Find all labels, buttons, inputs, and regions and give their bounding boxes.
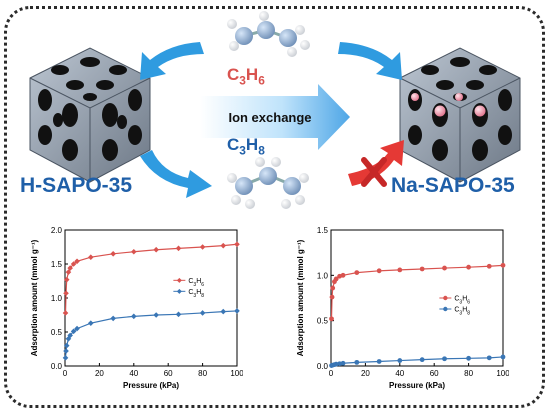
data-point	[330, 285, 336, 291]
y-tick-label: 0.5	[51, 328, 63, 337]
y-axis-label: Adsorption amount (mmol g⁻¹)	[296, 239, 305, 356]
data-point	[175, 311, 182, 318]
porous-crystal-icon	[29, 47, 151, 183]
data-point	[110, 251, 116, 257]
y-tick-label: 1.0	[51, 294, 63, 303]
data-point	[486, 263, 492, 269]
legend-label-c3h8: C3H8	[454, 307, 470, 317]
data-point	[63, 276, 70, 283]
data-point	[329, 294, 335, 300]
data-point	[110, 315, 116, 322]
data-point	[376, 268, 382, 274]
data-point	[175, 245, 182, 252]
data-point	[199, 244, 206, 250]
propylene-formula: C3H6	[227, 65, 265, 88]
data-point	[70, 328, 77, 335]
data-point	[500, 354, 506, 360]
data-point	[62, 355, 69, 361]
data-point	[220, 308, 227, 315]
y-tick-label: 2.0	[51, 226, 63, 235]
legend-marker	[443, 295, 448, 301]
x-axis-label: Pressure (kPa)	[123, 381, 179, 390]
y-tick-label: 0.5	[317, 317, 329, 326]
dotted-frame	[4, 6, 545, 408]
x-tick-label: 20	[95, 369, 104, 378]
curved-arrow-icon	[140, 42, 402, 198]
propane-formula: C3H8	[227, 135, 265, 158]
data-point	[376, 359, 382, 364]
data-point	[88, 254, 94, 260]
data-point	[466, 264, 471, 270]
data-point	[419, 357, 425, 363]
data-point	[500, 262, 506, 268]
data-point	[131, 313, 137, 320]
y-tick-label: 0.0	[51, 362, 63, 371]
data-point	[329, 316, 334, 322]
h-sapo-35-label: H-SAPO-35	[20, 174, 133, 197]
x-tick-label: 80	[464, 369, 473, 378]
blocked-arrow-icon	[348, 140, 404, 187]
data-point	[62, 310, 69, 316]
porous-crystal-icon	[399, 47, 521, 183]
data-point	[397, 358, 403, 363]
data-point	[88, 320, 94, 326]
x-axis-label: Pressure (kPa)	[389, 381, 445, 390]
data-point	[340, 360, 346, 366]
data-point	[74, 258, 80, 265]
data-point	[442, 265, 447, 271]
na-sapo-35-label: Na-SAPO-35	[391, 174, 515, 197]
data-point	[354, 359, 360, 365]
plot-area	[330, 229, 504, 367]
y-tick-label: 1.5	[51, 260, 63, 269]
exchange-diagram: Ion exchange	[29, 11, 521, 209]
data-point	[153, 246, 159, 253]
data-point	[234, 308, 240, 314]
propane-molecule-icon	[227, 157, 309, 209]
ion-exchange-arrow: Ion exchange	[200, 84, 350, 150]
data-point	[199, 310, 206, 316]
x-tick-label: 80	[198, 369, 207, 378]
legend-marker	[176, 288, 182, 294]
x-tick-label: 0	[329, 369, 334, 378]
x-tick-label: 0	[63, 369, 68, 378]
y-axis-label: Adsorption amount (mmol g⁻¹)	[30, 239, 39, 356]
data-point	[63, 348, 69, 354]
y-tick-label: 1.5	[317, 226, 329, 235]
x-tick-label: 60	[164, 369, 173, 378]
x-tick-label: 60	[430, 369, 439, 378]
data-point	[234, 241, 240, 248]
data-point	[131, 248, 137, 255]
data-point	[486, 355, 492, 361]
data-point	[220, 242, 227, 249]
series-line-c3h6	[64, 243, 238, 313]
data-point	[466, 355, 471, 361]
propylene-molecule-icon	[227, 11, 310, 57]
x-tick-label: 100	[496, 369, 509, 378]
data-point	[153, 312, 159, 318]
data-point	[67, 332, 73, 339]
data-point	[340, 272, 346, 278]
x-tick-label: 40	[395, 369, 404, 378]
series-line-c3h8	[64, 310, 238, 358]
y-tick-label: 0.0	[317, 362, 329, 371]
legend-marker	[176, 277, 182, 283]
x-tick-label: 100	[230, 369, 243, 378]
data-point	[63, 290, 69, 297]
ion-exchange-label: Ion exchange	[228, 110, 311, 125]
data-point	[70, 261, 77, 267]
x-tick-label: 40	[129, 369, 138, 378]
data-point	[354, 270, 360, 276]
legend-label-c3h6: C3H6	[454, 296, 470, 306]
data-point	[419, 266, 425, 272]
legend-marker	[443, 306, 448, 312]
y-tick-label: 1.0	[317, 271, 329, 280]
legend-label-c3h8: C3H8	[188, 289, 204, 299]
x-tick-label: 20	[361, 369, 370, 378]
data-point	[442, 356, 447, 362]
data-point	[397, 267, 403, 273]
legend-label-c3h6: C3H6	[188, 278, 204, 288]
data-point	[333, 276, 339, 282]
